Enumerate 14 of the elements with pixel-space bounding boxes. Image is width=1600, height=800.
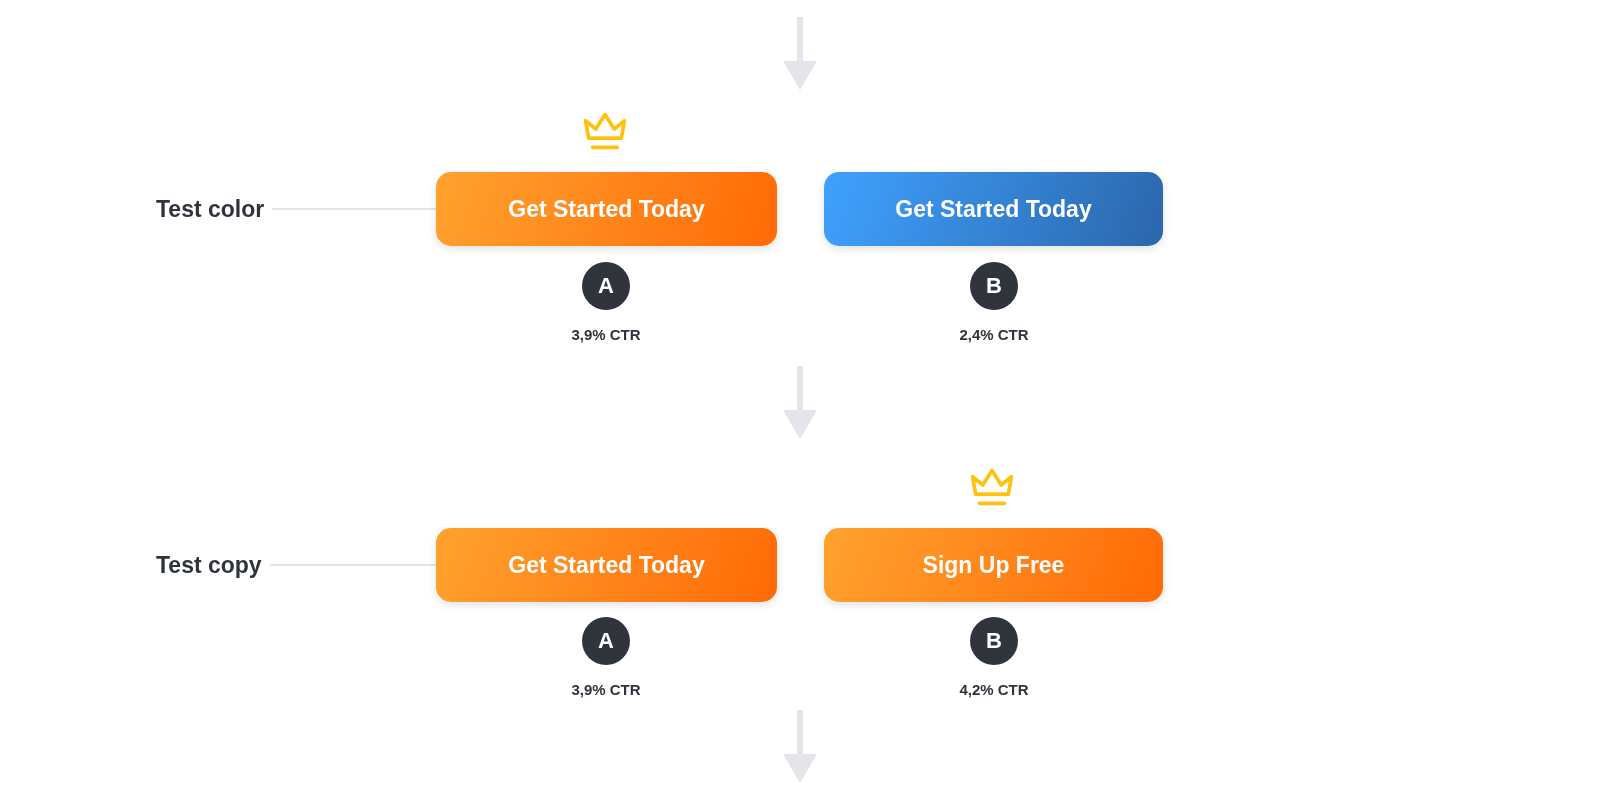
test-label: Test color xyxy=(156,195,265,223)
variant-badge: A xyxy=(582,617,630,665)
cta-button: Sign Up Free xyxy=(824,528,1163,602)
cta-button: Get Started Today xyxy=(824,172,1163,246)
test-label: Test copy xyxy=(156,551,262,579)
cta-button: Get Started Today xyxy=(436,528,777,602)
cta-button: Get Started Today xyxy=(436,172,777,246)
variant-badge: A xyxy=(582,262,630,310)
ctr-value: 3,9% CTR xyxy=(571,326,641,344)
variant-badge: B xyxy=(970,617,1018,665)
ctr-value: 3,9% CTR xyxy=(571,681,641,699)
ctr-value: 2,4% CTR xyxy=(959,326,1029,344)
variant-badge: B xyxy=(970,262,1018,310)
ctr-value: 4,2% CTR xyxy=(959,681,1029,699)
